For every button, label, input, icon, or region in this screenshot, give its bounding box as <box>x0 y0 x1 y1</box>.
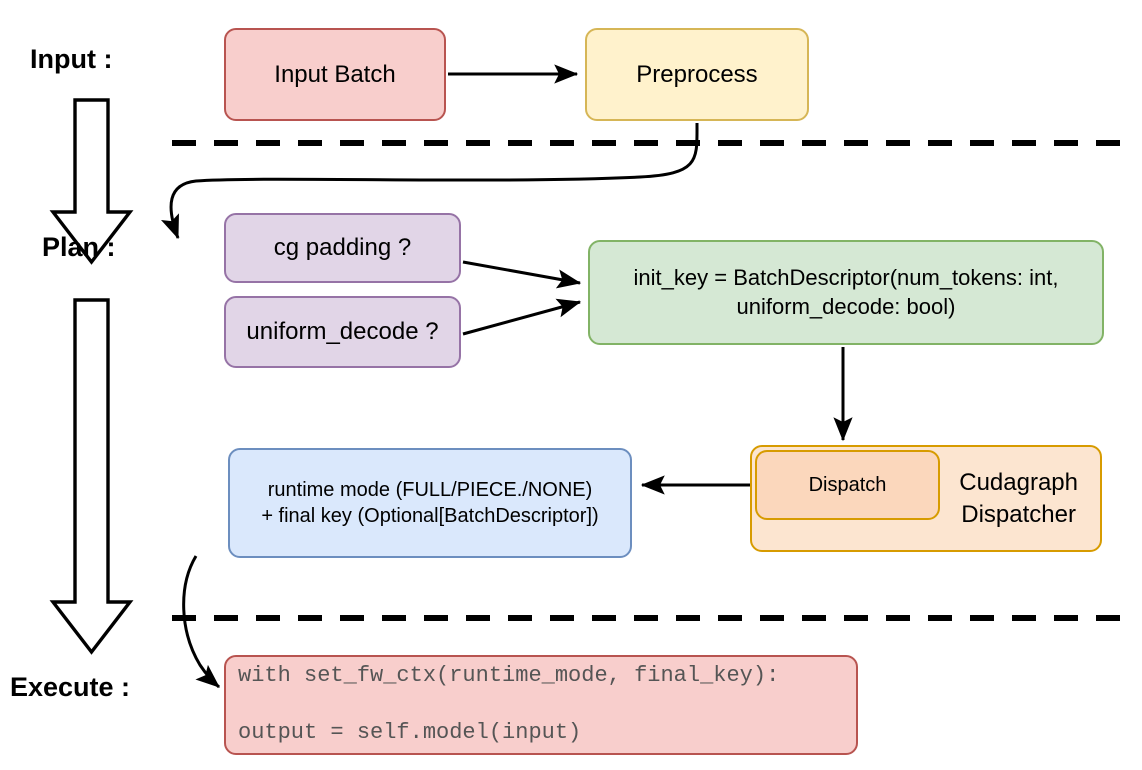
stage-label-execute: Execute : <box>10 672 131 702</box>
code-line-1: with set_fw_ctx(runtime_mode, final_key)… <box>238 663 780 689</box>
node-uniform-decode[interactable]: uniform_decode ? <box>224 296 461 368</box>
stage-label-plan: Plan : <box>42 232 116 262</box>
node-preprocess[interactable]: Preprocess <box>585 28 809 121</box>
plan-to-execute-big-arrow <box>49 298 134 655</box>
node-input-batch[interactable]: Input Batch <box>224 28 446 121</box>
arrow-runtime-mode-to-code <box>182 555 220 689</box>
stage-label-input: Input : <box>30 44 113 74</box>
node-code-block[interactable]: with set_fw_ctx(runtime_mode, final_key)… <box>224 655 858 755</box>
node-runtime-mode-final-key[interactable]: runtime mode (FULL/PIECE./NONE) + final … <box>228 448 632 558</box>
arrow-uniform-decode-to-init-key <box>462 298 582 336</box>
node-init-key-batchdescriptor[interactable]: init_key = BatchDescriptor(num_tokens: i… <box>588 240 1104 345</box>
arrow-cg-padding-to-init-key <box>462 260 582 289</box>
code-line-2: output = self.model(input) <box>238 720 582 746</box>
node-dispatch[interactable]: Dispatch <box>755 450 940 520</box>
node-cg-padding[interactable]: cg padding ? <box>224 213 461 283</box>
